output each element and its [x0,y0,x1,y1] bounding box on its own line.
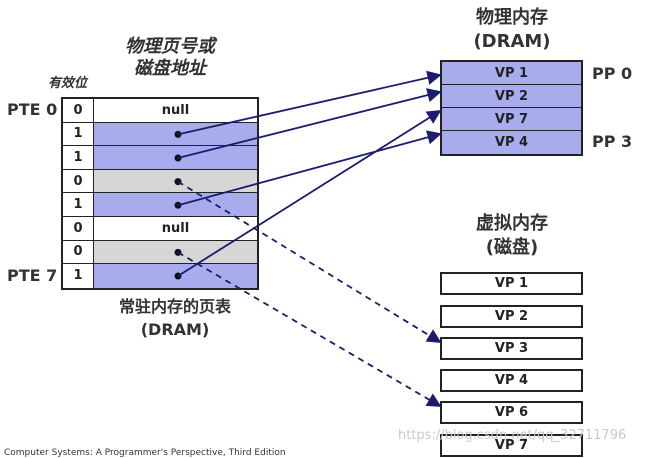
resident-page-table-title-line1: 常驻内存的页表 [118,297,231,316]
physical-memory-title-line2: (DRAM) [473,31,551,52]
pte-address [94,240,257,264]
pte-address [94,146,257,169]
pte-address [94,122,257,146]
footnote: Computer Systems: A Programmer's Perspec… [4,448,286,458]
disk-page-4: VP 6 [440,401,583,424]
pte-valid-bit: 1 [63,264,94,288]
pte-valid-bit: 0 [63,216,94,240]
pte-valid-bit: 0 [63,99,94,122]
virtual-memory-title-line2: (磁盘) [485,237,539,258]
pp3-label: PP 3 [592,132,633,151]
virtual-memory-title-line1: 虚拟内存 [476,213,548,234]
ppn-or-disk-title-line2: 磁盘地址 [134,58,206,79]
disk-page-3: VP 4 [440,369,583,392]
dram-page-0: VP 1 [442,62,581,85]
pp0-label: PP 0 [592,64,633,83]
watermark: https://blog.csdn.net/qq_32711796 [398,428,627,443]
pte-valid-bit: 1 [63,122,94,146]
pte-row-1: 1 [63,122,257,147]
pte0-label: PTE 0 [7,100,58,119]
dram-page-2: VP 7 [442,108,581,131]
disk-page-1: VP 2 [440,305,583,328]
pte-valid-bit: 1 [63,146,94,169]
pte-row-3: 0 [63,169,257,194]
disk-page-0: VP 1 [440,272,583,295]
pte-row-2: 1 [63,146,257,170]
physical-memory-title-line1: 物理内存 [476,7,548,28]
dram-page-3: VP 4 [494,135,529,150]
pte-valid-bit: 0 [63,169,94,193]
pte-address [94,193,257,216]
pte-valid-bit: 1 [63,193,94,216]
disk-page-5: VP 7 [440,434,583,457]
pte-row-4: 1 [63,193,257,217]
pte-address [94,169,257,193]
pte-address: null [94,216,257,240]
disk-page-2: VP 3 [440,337,583,360]
pte-row-7: 1 [63,264,257,288]
valid-bit-label: 有效位 [48,76,88,91]
pte-row-6: 0 [63,240,257,265]
pte-address [94,264,257,288]
dram-page-1: VP 2 [442,85,581,108]
ppn-or-disk-title-line1: 物理页号或 [125,36,215,57]
pte-valid-bit: 0 [63,240,94,264]
pte-address: null [94,99,257,122]
resident-page-table-title-line2: (DRAM) [140,320,210,339]
pte7-label: PTE 7 [7,266,58,285]
